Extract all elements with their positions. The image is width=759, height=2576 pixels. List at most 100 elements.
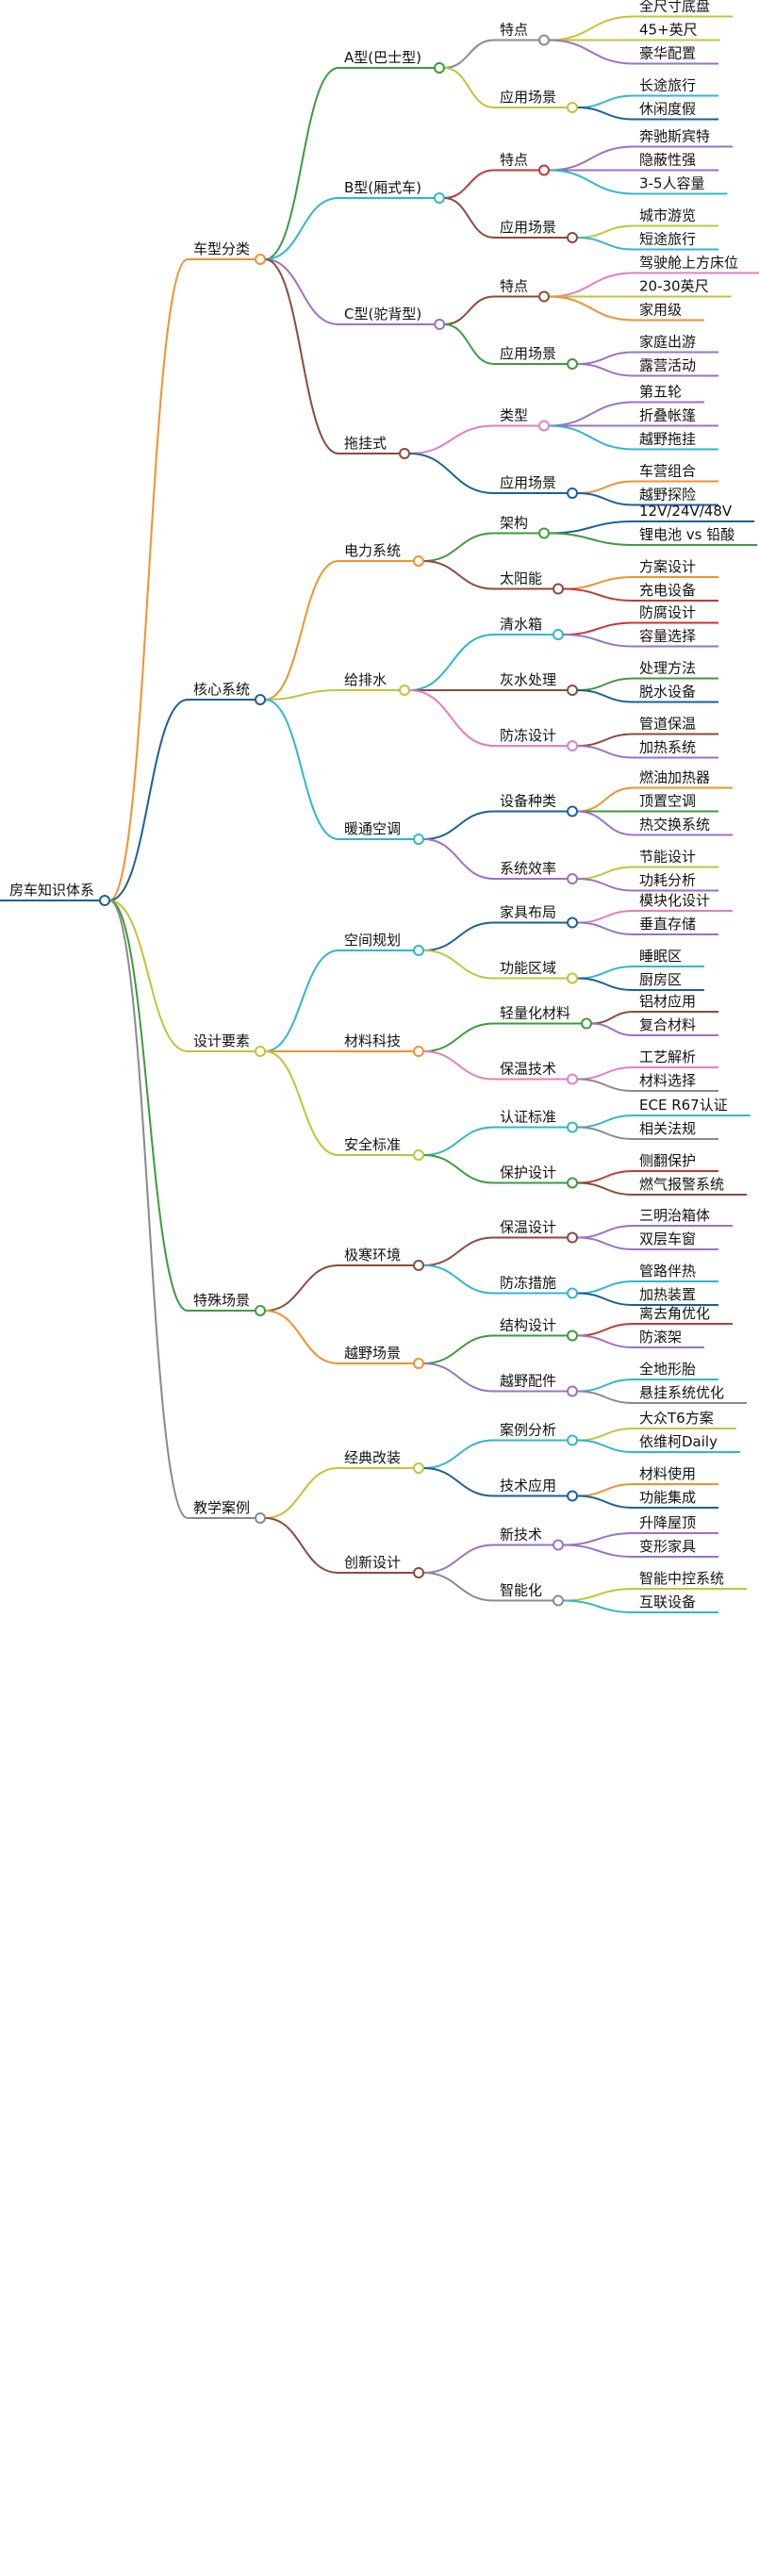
collapse-toggle-icon[interactable] [567,358,579,370]
collapse-toggle-icon[interactable] [413,555,425,567]
topic-node-应用场景[interactable]: 应用场景 [494,474,579,499]
leaf-node-越野探险[interactable]: 越野探险 [634,487,719,506]
leaf-node-悬挂系统优化[interactable]: 悬挂系统优化 [634,1384,748,1404]
leaf-node-顶置空调[interactable]: 顶置空调 [634,793,719,813]
collapse-toggle-icon[interactable] [553,1594,565,1607]
topic-node-清水箱[interactable]: 清水箱 [494,616,565,640]
topic-node-c型-驼背型[interactable]: C型(驼背型) [338,305,446,330]
topic-node-特点[interactable]: 特点 [494,22,551,46]
leaf-node-材料使用[interactable]: 材料使用 [634,1465,719,1485]
collapse-toggle-icon[interactable] [567,1434,579,1446]
topic-node-家具布局[interactable]: 家具布局 [494,904,579,929]
collapse-toggle-icon[interactable] [567,805,579,817]
leaf-node-相关法规[interactable]: 相关法规 [634,1120,719,1140]
topic-node-新技术[interactable]: 新技术 [494,1527,565,1551]
leaf-node-锂电池-vs-铅酸[interactable]: 锂电池 vs 铅酸 [634,526,758,546]
topic-node-房车知识体系[interactable]: 房车知识体系 [0,882,111,906]
collapse-toggle-icon[interactable] [255,1305,267,1316]
leaf-node-热交换系统[interactable]: 热交换系统 [634,817,734,836]
leaf-node-家用级[interactable]: 家用级 [634,302,705,322]
collapse-toggle-icon[interactable] [567,1121,579,1133]
collapse-toggle-icon[interactable] [434,192,445,204]
topic-node-越野配件[interactable]: 越野配件 [494,1373,579,1397]
leaf-node-三明治箱体[interactable]: 三明治箱体 [634,1207,734,1227]
leaf-node-全地形胎[interactable]: 全地形胎 [634,1361,719,1380]
collapse-toggle-icon[interactable] [538,527,551,539]
topic-node-类型[interactable]: 类型 [494,407,551,432]
collapse-toggle-icon[interactable] [567,1073,579,1085]
leaf-node-防滚架[interactable]: 防滚架 [634,1329,705,1348]
leaf-node-功能集成[interactable]: 功能集成 [634,1489,719,1509]
topic-node-技术应用[interactable]: 技术应用 [494,1478,579,1502]
collapse-toggle-icon[interactable] [567,1287,579,1299]
topic-node-保温技术[interactable]: 保温技术 [494,1061,579,1085]
leaf-node-长途旅行[interactable]: 长途旅行 [634,77,719,97]
collapse-toggle-icon[interactable] [538,164,551,176]
collapse-toggle-icon[interactable] [567,232,579,243]
collapse-toggle-icon[interactable] [553,583,565,595]
leaf-node-隐蔽性强[interactable]: 隐蔽性强 [634,152,719,172]
collapse-toggle-icon[interactable] [413,834,425,845]
topic-node-功能区域[interactable]: 功能区域 [494,960,579,984]
topic-node-a型-巴士型[interactable]: A型(巴士型) [338,49,445,74]
topic-node-越野场景[interactable]: 越野场景 [338,1345,425,1369]
topic-node-拖挂式[interactable]: 拖挂式 [338,435,411,459]
topic-node-特点[interactable]: 特点 [494,278,551,303]
collapse-toggle-icon[interactable] [567,685,579,696]
collapse-toggle-icon[interactable] [553,1539,565,1551]
leaf-node-城市游览[interactable]: 城市游览 [634,207,719,227]
topic-node-车型分类[interactable]: 车型分类 [188,240,267,265]
topic-node-安全标准[interactable]: 安全标准 [338,1136,425,1161]
topic-node-防冻设计[interactable]: 防冻设计 [494,727,579,751]
collapse-toggle-icon[interactable] [567,1490,579,1502]
leaf-node-加热装置[interactable]: 加热装置 [634,1286,719,1306]
topic-node-给排水[interactable]: 给排水 [338,671,411,696]
leaf-node-功耗分析[interactable]: 功耗分析 [634,872,719,892]
leaf-node-脱水设备[interactable]: 脱水设备 [634,684,719,703]
topic-node-特点[interactable]: 特点 [494,152,551,176]
leaf-node-车营组合[interactable]: 车营组合 [634,463,719,483]
leaf-node-折叠帐篷[interactable]: 折叠帐篷 [634,407,719,427]
topic-node-案例分析[interactable]: 案例分析 [494,1422,579,1446]
leaf-node-豪华配置[interactable]: 豪华配置 [634,45,719,65]
leaf-node-变形家具[interactable]: 变形家具 [634,1538,719,1558]
topic-node-应用场景[interactable]: 应用场景 [494,219,579,243]
topic-node-保温设计[interactable]: 保温设计 [494,1219,579,1244]
collapse-toggle-icon[interactable] [567,102,579,113]
topic-node-灰水处理[interactable]: 灰水处理 [494,671,579,696]
leaf-node-升降屋顶[interactable]: 升降屋顶 [634,1514,719,1534]
collapse-toggle-icon[interactable] [413,1260,425,1271]
topic-node-b型-厢式车[interactable]: B型(厢式车) [338,179,445,204]
collapse-toggle-icon[interactable] [567,873,579,884]
topic-node-太阳能[interactable]: 太阳能 [494,570,565,595]
collapse-toggle-icon[interactable] [413,1149,425,1161]
leaf-node-管路伴热[interactable]: 管路伴热 [634,1263,719,1282]
collapse-toggle-icon[interactable] [255,1046,267,1057]
leaf-node-燃油加热器[interactable]: 燃油加热器 [634,769,734,789]
leaf-node-休闲度假[interactable]: 休闲度假 [634,101,719,121]
leaf-node-12v-24v-48v[interactable]: 12V/24V/48V [634,503,755,522]
leaf-node-复合材料[interactable]: 复合材料 [634,1016,719,1036]
leaf-node-ece-r67认证[interactable]: ECE R67认证 [634,1097,751,1116]
leaf-node-材料选择[interactable]: 材料选择 [634,1072,719,1092]
collapse-toggle-icon[interactable] [413,1046,425,1057]
topic-node-智能化[interactable]: 智能化 [494,1582,565,1607]
topic-node-防冻措施[interactable]: 防冻措施 [494,1275,579,1299]
topic-node-设备种类[interactable]: 设备种类 [494,793,579,817]
leaf-node-短途旅行[interactable]: 短途旅行 [634,231,719,251]
leaf-node-家庭出游[interactable]: 家庭出游 [634,334,719,354]
leaf-node-处理方法[interactable]: 处理方法 [634,660,719,680]
collapse-toggle-icon[interactable] [99,895,111,906]
topic-node-特殊场景[interactable]: 特殊场景 [188,1292,267,1316]
leaf-node-双层车窗[interactable]: 双层车窗 [634,1230,719,1250]
topic-node-材料科技[interactable]: 材料科技 [338,1032,425,1057]
topic-node-系统效率[interactable]: 系统效率 [494,860,579,884]
leaf-node-露营活动[interactable]: 露营活动 [634,357,719,377]
leaf-node-奔驰斯宾特[interactable]: 奔驰斯宾特 [634,128,734,148]
leaf-node-越野拖挂[interactable]: 越野拖挂 [634,431,719,451]
topic-node-极寒环境[interactable]: 极寒环境 [338,1247,425,1271]
leaf-node-依维柯daily[interactable]: 依维柯Daily [634,1433,740,1453]
leaf-node-模块化设计[interactable]: 模块化设计 [634,892,734,912]
topic-node-电力系统[interactable]: 电力系统 [338,542,425,567]
collapse-toggle-icon[interactable] [553,629,565,640]
